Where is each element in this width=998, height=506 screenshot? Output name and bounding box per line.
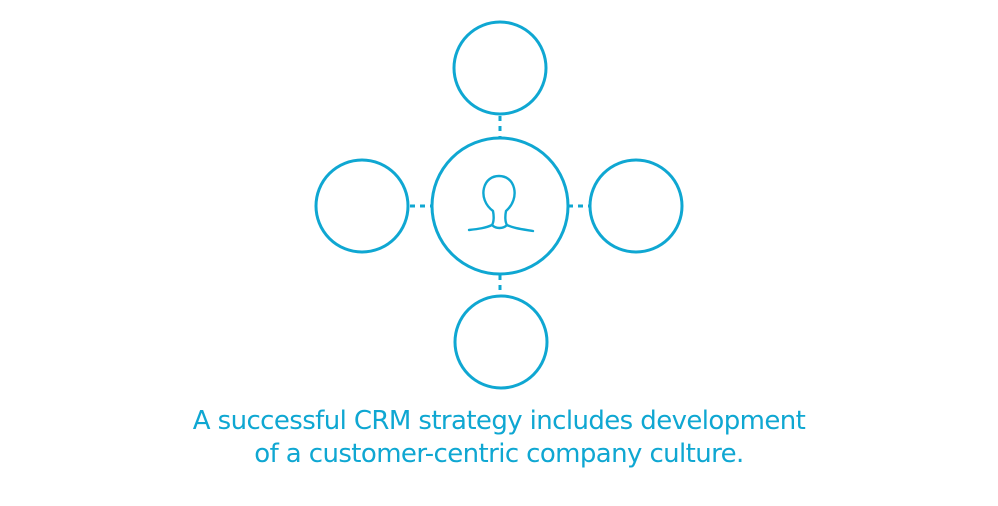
node-left (314, 158, 410, 254)
node-bottom (453, 294, 549, 390)
node-top (452, 20, 548, 116)
person-icon (467, 174, 535, 233)
caption-line-2: of a customer-centric company culture. (254, 439, 744, 469)
node-center (430, 136, 570, 276)
caption-line-1: A successful CRM strategy includes devel… (192, 406, 806, 436)
crm-hub-diagram (314, 20, 684, 390)
node-right (588, 158, 684, 254)
caption: A successful CRM strategy includes devel… (0, 405, 998, 471)
